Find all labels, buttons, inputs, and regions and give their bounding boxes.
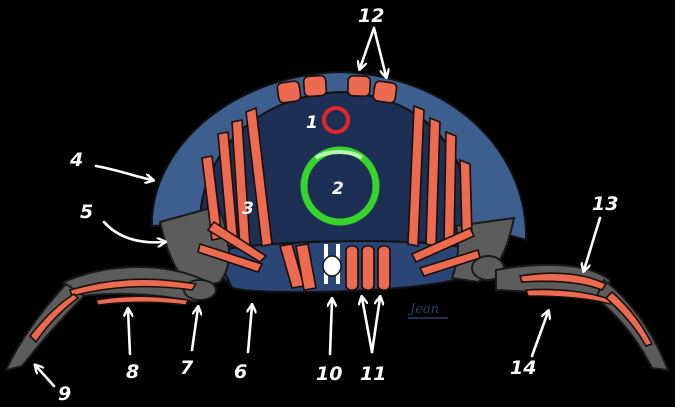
- label-13: 13: [592, 193, 618, 215]
- label-10: 10: [316, 363, 342, 385]
- dorsal-muscle-bundles: [276, 74, 398, 104]
- left-leg-muscle-b: [28, 292, 80, 344]
- right-leg-muscle-c: [604, 290, 654, 347]
- label-5: 5: [80, 201, 93, 223]
- gut-highlight: [314, 150, 364, 160]
- leader-arrows: [36, 26, 602, 388]
- label-8: 8: [126, 361, 139, 383]
- label-2: 2: [332, 179, 344, 199]
- heart: [322, 106, 350, 134]
- left-leg-muscle-c: [94, 295, 190, 306]
- left-leg-muscle-a: [68, 278, 198, 297]
- label-1: 1: [306, 113, 318, 133]
- right-leg-muscle-b: [524, 288, 614, 305]
- artist-signature: Jean: [407, 302, 439, 317]
- label-4: 4: [69, 149, 83, 171]
- label-14: 14: [510, 357, 536, 379]
- left-lateral-muscles: [197, 106, 273, 273]
- label-7: 7: [180, 357, 194, 379]
- label-12: 12: [358, 5, 384, 27]
- ventral-muscles: [278, 243, 391, 291]
- label-9: 9: [58, 383, 71, 405]
- gut: [300, 146, 380, 226]
- right-lateral-muscles: [407, 104, 481, 277]
- label-11: 11: [360, 363, 386, 385]
- label-6: 6: [234, 361, 247, 383]
- nerve-cord: [322, 244, 342, 284]
- right-leg-muscle-a: [518, 272, 608, 291]
- label-3: 3: [242, 199, 254, 219]
